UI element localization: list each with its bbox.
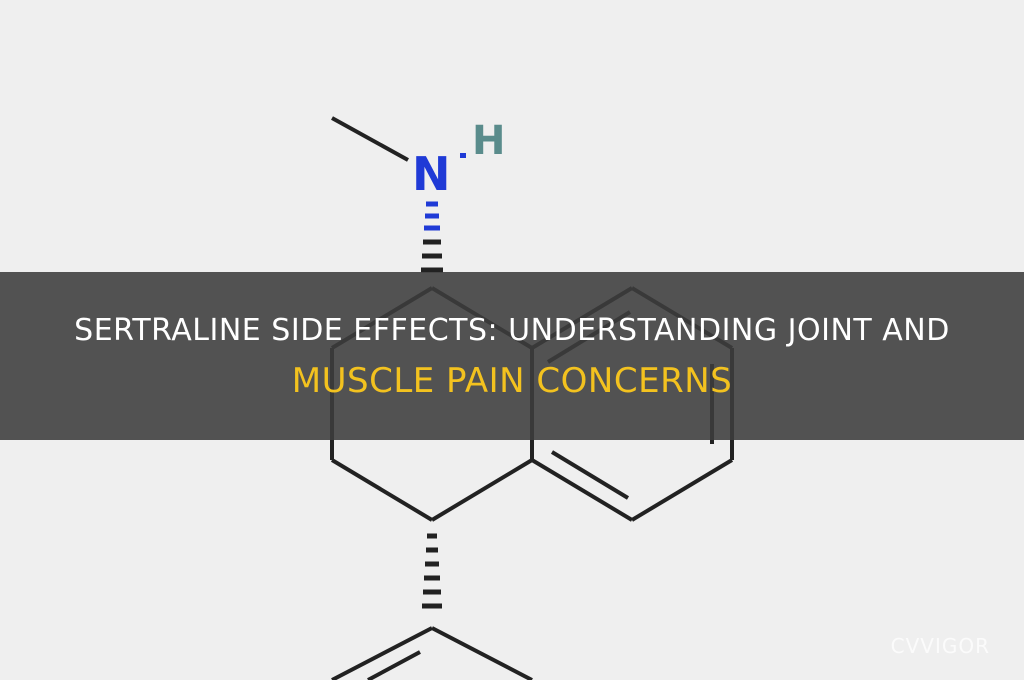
bond-methyl [331, 116, 409, 162]
watermark-logo: CVVIGOR [890, 634, 990, 658]
ring-lower [331, 626, 533, 680]
hashed-wedge-bottom [422, 533, 442, 609]
hashed-wedge-top [424, 201, 440, 231]
title-line-1: Sertraline side effects: understanding j… [74, 313, 950, 348]
title-line-2: muscle pain concerns [291, 361, 733, 401]
atom-dot [460, 153, 466, 158]
atom-hydrogen: H [472, 118, 505, 164]
atom-nitrogen: N [412, 147, 451, 201]
title-banner: Sertraline side effects: understanding j… [0, 272, 1024, 440]
